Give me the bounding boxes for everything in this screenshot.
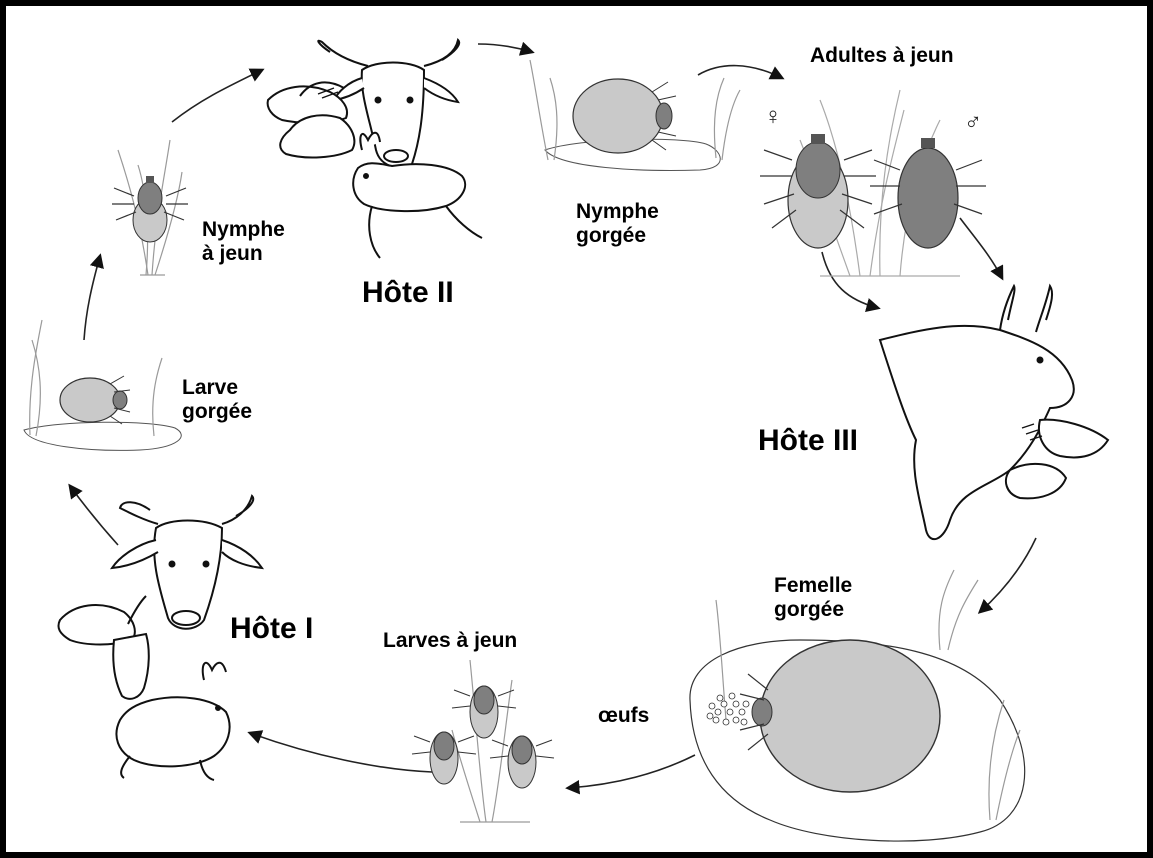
label-eggs: œufs (598, 704, 649, 728)
host-ii-animals (268, 40, 482, 258)
cow-icon (112, 496, 262, 629)
host-iii-animals (880, 286, 1108, 539)
tick-icon (740, 640, 940, 792)
label-engorged-nymph: Nymphe gorgée (576, 200, 659, 247)
engorged-female (690, 570, 1025, 841)
label-host-i: Hôte I (230, 612, 313, 646)
unfed-larvae (412, 660, 554, 822)
label-host-iii: Hôte III (758, 424, 858, 458)
tick-icon (412, 732, 476, 784)
label-unfed-nymph: Nymphe à jeun (202, 218, 285, 265)
cow-icon (880, 286, 1074, 539)
goat-icon (58, 596, 148, 699)
label-unfed-larvae: Larves à jeun (383, 629, 517, 653)
tick-icon (573, 79, 676, 153)
engorged-nymph (530, 60, 740, 170)
tick-icon (490, 736, 554, 788)
label-host-ii: Hôte II (362, 276, 454, 310)
rabbit-icon (353, 133, 482, 258)
female-symbol: ♀ (764, 104, 782, 131)
tick-icon (112, 176, 188, 242)
tick-icon (60, 376, 130, 424)
unfed-adults (760, 90, 986, 276)
tick-icon (760, 134, 876, 248)
label-engorged-larva: Larve gorgée (182, 376, 252, 423)
male-symbol: ♂ (964, 110, 982, 137)
label-engorged-female: Femelle gorgée (774, 574, 852, 621)
engorged-larva (24, 320, 181, 450)
unfed-nymph-on-grass (112, 140, 188, 275)
tick-icon (452, 686, 516, 738)
egg-cluster-icon (707, 693, 749, 725)
label-unfed-adults: Adultes à jeun (810, 44, 954, 68)
